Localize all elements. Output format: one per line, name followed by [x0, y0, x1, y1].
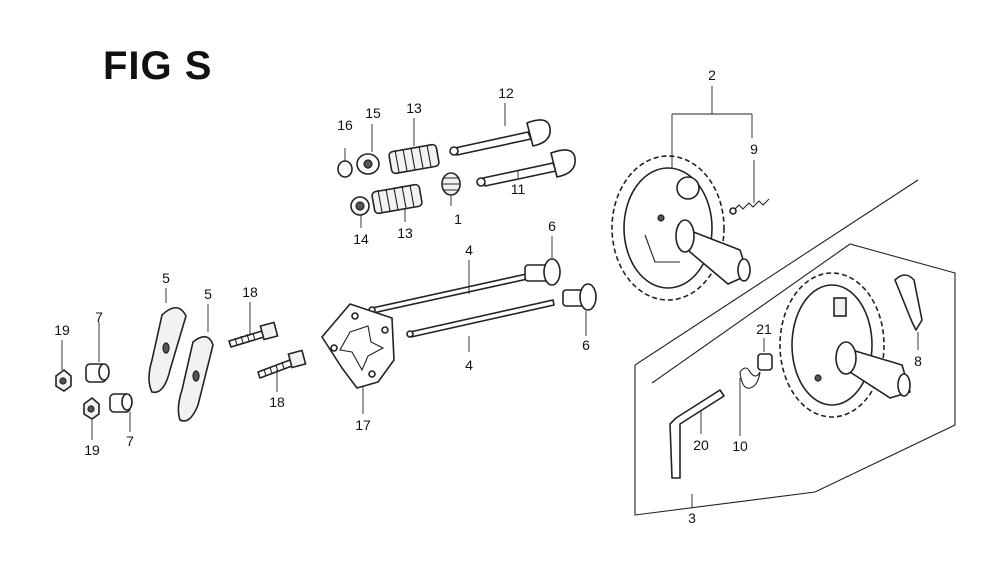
valve-lower — [476, 149, 576, 187]
tappet-upper — [524, 258, 561, 286]
label-19-upper: 19 — [54, 322, 70, 338]
label-18-upper: 18 — [242, 284, 258, 300]
figure-title: FIG S — [103, 44, 213, 88]
pivot-nut-lower — [83, 396, 100, 420]
label-20: 20 — [693, 437, 709, 453]
label-19-lower: 19 — [84, 442, 100, 458]
decompressor-spring-lower — [739, 367, 761, 389]
label-6-upper: 6 — [548, 218, 556, 234]
decompressor-spring-upper — [729, 198, 770, 215]
spring-washer — [350, 196, 370, 216]
label-12: 12 — [498, 85, 514, 101]
label-18-lower: 18 — [269, 394, 285, 410]
push-rod-upper — [368, 270, 542, 314]
label-10: 10 — [732, 438, 748, 454]
pivot-nut-upper — [55, 368, 72, 392]
label-13-upper: 13 — [406, 100, 422, 116]
decompressor-weight — [894, 274, 923, 331]
label-11: 11 — [511, 181, 526, 197]
valve-retainer — [356, 153, 380, 175]
label-5-left: 5 — [162, 270, 170, 286]
valve-spring-lower — [371, 183, 423, 215]
label-7-upper: 7 — [95, 309, 103, 325]
label-7-lower: 7 — [126, 433, 134, 449]
push-rod-lower — [406, 299, 555, 338]
camshaft-gear-lower — [779, 272, 911, 418]
rocker-arm-right — [177, 335, 214, 422]
label-5-right: 5 — [204, 286, 212, 302]
leader-lines — [61, 86, 919, 508]
subassembly-box — [634, 243, 956, 516]
label-2: 2 — [708, 67, 716, 83]
push-rod-guide-plate — [321, 303, 395, 389]
label-4-lower: 4 — [465, 357, 473, 373]
label-14: 14 — [353, 231, 369, 247]
valve-upper — [449, 119, 551, 156]
subassembly-outline — [634, 179, 919, 366]
rocker-stud-upper — [228, 321, 279, 348]
camshaft-gear-upper — [611, 155, 751, 301]
wire-pin — [669, 389, 725, 479]
label-21: 21 — [756, 321, 772, 337]
label-13-lower: 13 — [397, 225, 413, 241]
tappet-lower — [562, 283, 597, 311]
label-3: 3 — [688, 510, 696, 526]
valve-stem-seal — [441, 172, 461, 196]
label-9: 9 — [750, 141, 758, 157]
rocker-stud-lower — [257, 349, 307, 379]
label-8: 8 — [914, 353, 922, 369]
label-17: 17 — [355, 417, 371, 433]
label-16: 16 — [337, 117, 353, 133]
rocker-arm-left — [148, 306, 187, 394]
label-6-lower: 6 — [582, 337, 590, 353]
decompressor-pin — [757, 353, 773, 371]
rocker-pivot-upper — [85, 363, 110, 383]
label-4-upper: 4 — [465, 242, 473, 258]
label-1: 1 — [454, 211, 462, 227]
label-15: 15 — [365, 105, 381, 121]
rocker-pivot-lower — [109, 393, 133, 413]
valve-cap — [337, 160, 353, 178]
valve-spring-upper — [388, 143, 440, 175]
